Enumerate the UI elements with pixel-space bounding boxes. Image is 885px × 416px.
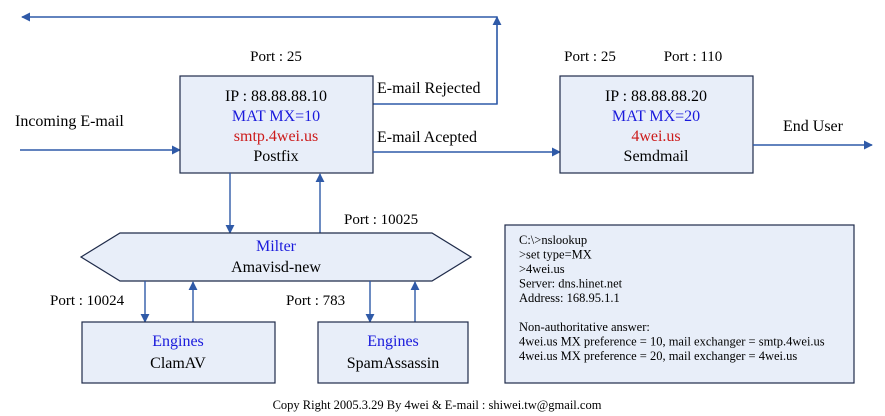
milter-hexagon (79, 232, 473, 282)
end-user-label: End User (783, 118, 844, 135)
nslookup-line: Non-authoritative answer: (519, 320, 650, 334)
postfix-host: smtp.4wei.us (234, 128, 318, 145)
accepted-label: E-mail Acepted (377, 129, 477, 146)
incoming-label: Incoming E-mail (15, 113, 124, 130)
clamav-box (81, 321, 276, 384)
clamav-title: Engines (152, 333, 204, 350)
nslookup-output: C:\>nslookup>set type=MX>4wei.usServer: … (519, 233, 825, 363)
milter-name: Amavisd-new (231, 259, 321, 276)
nslookup-line: Address: 168.95.1.1 (519, 291, 620, 305)
postfix-ip: IP : 88.88.88.10 (225, 88, 327, 105)
sendmail-name: Semdmail (624, 148, 689, 165)
sendmail-port-smtp: Port : 25 (564, 49, 616, 65)
sendmail-box (559, 75, 754, 174)
sendmail-host: 4wei.us (631, 128, 680, 145)
nslookup-line: >4wei.us (519, 262, 565, 276)
clamav-name: ClamAV (150, 355, 206, 372)
nslookup-line: 4wei.us MX preference = 20, mail exchang… (519, 349, 797, 363)
postfix-port: Port : 25 (250, 49, 302, 65)
milter-port: Port : 10025 (344, 212, 418, 228)
postfix-box (179, 75, 374, 174)
spamassassin-name: SpamAssassin (347, 355, 439, 372)
nslookup-line: Server: dns.hinet.net (519, 277, 623, 291)
nslookup-box (504, 224, 855, 384)
postfix-name: Postfix (253, 148, 298, 165)
sendmail-port-pop: Port : 110 (664, 49, 723, 65)
nslookup-line: 4wei.us MX preference = 10, mail exchang… (519, 335, 825, 349)
sendmail-ip: IP : 88.88.88.20 (605, 88, 707, 105)
spamassassin-box (317, 321, 469, 384)
spamassassin-port: Port : 783 (286, 293, 345, 309)
nslookup-line: C:\>nslookup (519, 233, 587, 247)
nslookup-line: >set type=MX (519, 248, 592, 262)
clamav-port: Port : 10024 (50, 293, 125, 309)
postfix-mx: MAT MX=10 (232, 108, 320, 125)
milter-title: Milter (256, 238, 297, 255)
copyright: Copy Right 2005.3.29 By 4wei & E-mail : … (273, 398, 602, 412)
rejected-label: E-mail Rejected (377, 80, 481, 97)
spamassassin-title: Engines (367, 333, 419, 350)
sendmail-mx: MAT MX=20 (612, 108, 700, 125)
